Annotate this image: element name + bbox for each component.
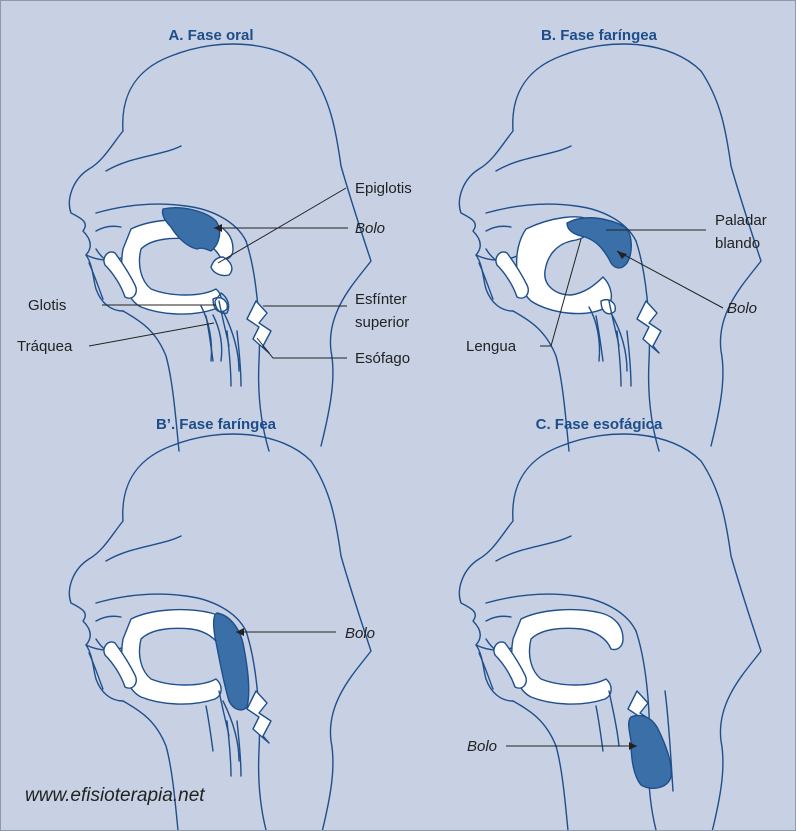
panel-a-title: A. Fase oral [168,27,253,44]
label-esfinter-1: Esfínter [355,291,407,308]
panel-c: C. Fase esofágica Bolo [459,416,761,831]
label-bolo-b-prime: Bolo [345,625,375,642]
panel-b-title: B. Fase faríngea [541,27,658,44]
panel-b: B. Fase faríngea Paladar blando Bolo Len… [459,27,766,451]
label-lengua: Lengua [466,338,517,355]
bolus-b [567,218,631,268]
label-bolo-c: Bolo [467,738,497,755]
label-esofago: Esófago [355,350,410,367]
label-glotis: Glotis [28,297,66,314]
label-paladar-1: Paladar [715,212,767,229]
panel-b-prime-title: B’. Fase faríngea [156,416,277,433]
label-epiglotis: Epiglotis [355,180,412,197]
panel-a: A. Fase oral Epiglotis Bolo Glotis Tráqu… [17,27,412,451]
panel-c-title: C. Fase esofágica [536,416,663,433]
epiglottis-shape [211,257,232,276]
panel-b-prime: B’. Fase faríngea Bolo [69,416,375,831]
label-paladar-2: blando [715,235,760,252]
label-esfinter-2: superior [355,314,409,331]
watermark-text: www.efisioterapia.net [25,785,205,807]
label-bolo-b: Bolo [727,300,757,317]
label-bolo-a: Bolo [355,220,385,237]
bolus-c [629,715,672,788]
label-traquea: Tráquea [17,338,73,355]
